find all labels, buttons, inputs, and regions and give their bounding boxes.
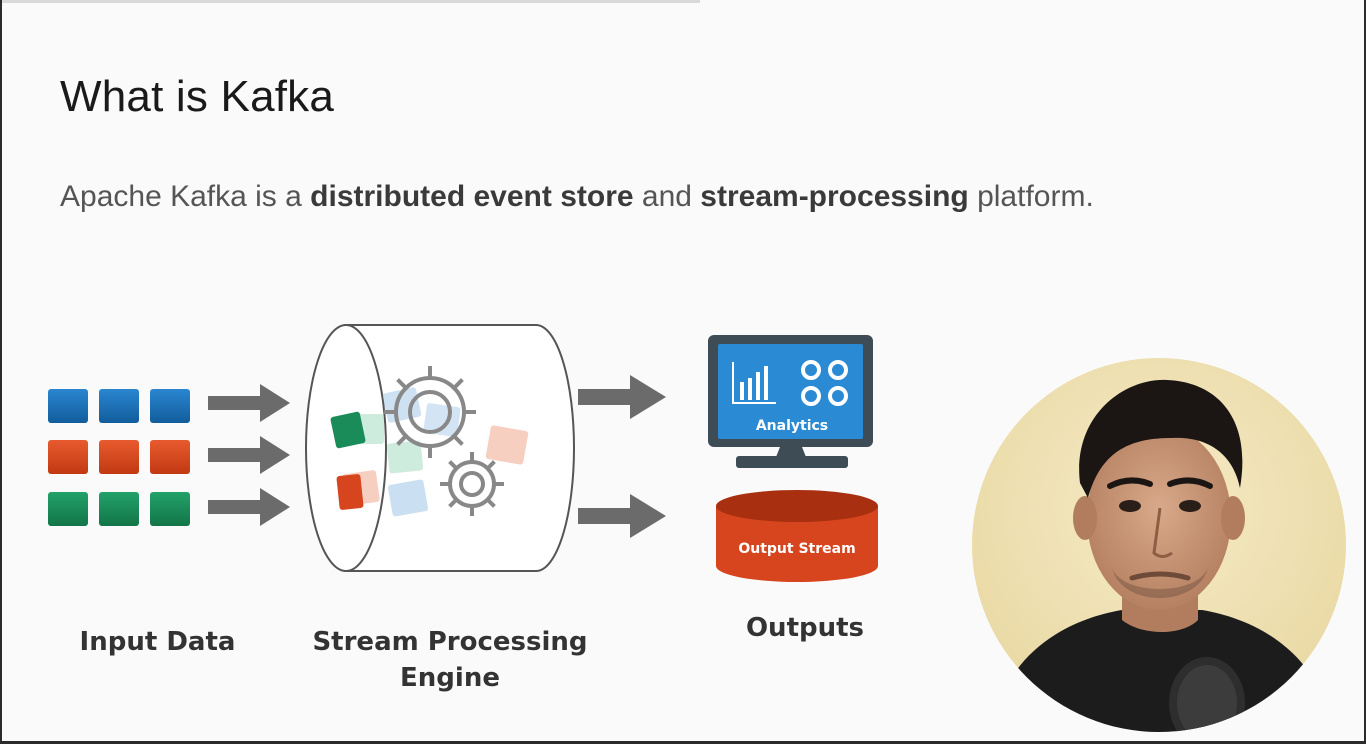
data-cube bbox=[48, 389, 88, 423]
engine-label-line1: Stream Processing bbox=[312, 627, 588, 657]
data-cube bbox=[99, 440, 139, 474]
arrow-right-icon bbox=[208, 488, 290, 526]
subtitle-bold-2: stream-processing bbox=[700, 180, 969, 213]
data-cube bbox=[99, 389, 139, 423]
gear-icon bbox=[384, 366, 476, 458]
subtitle-bold-1: distributed event store bbox=[310, 180, 634, 213]
arrow-right-icon bbox=[578, 494, 666, 538]
small-gear-icon bbox=[440, 452, 504, 516]
stream-processing-engine-cylinder bbox=[305, 324, 575, 572]
arrow-right-icon bbox=[208, 436, 290, 474]
arrow-right-icon bbox=[208, 384, 290, 422]
frame-edge-right bbox=[1364, 0, 1366, 744]
green-cube-row bbox=[48, 492, 190, 526]
output-stream-database-icon: Output Stream bbox=[716, 490, 878, 582]
cylinder-mouth bbox=[305, 324, 387, 572]
red-cube-row bbox=[48, 440, 190, 474]
data-cube bbox=[48, 440, 88, 474]
data-cube bbox=[99, 492, 139, 526]
top-divider bbox=[0, 0, 700, 3]
data-cube bbox=[150, 440, 190, 474]
slide-subtitle: Apache Kafka is a distributed event stor… bbox=[60, 180, 1094, 214]
input-data-label: Input Data bbox=[79, 627, 236, 657]
faded-cube bbox=[386, 440, 424, 474]
subtitle-text-3: platform. bbox=[968, 180, 1094, 213]
red-cube-entering bbox=[336, 474, 364, 510]
engine-label-line2: Engine bbox=[400, 663, 500, 693]
presenter-video-icon bbox=[972, 358, 1346, 732]
data-cube bbox=[150, 389, 190, 423]
outputs-label: Outputs bbox=[745, 613, 865, 643]
data-cube bbox=[150, 492, 190, 526]
input-arrows bbox=[208, 384, 290, 526]
arrow-right-icon bbox=[578, 375, 666, 419]
donut-chart-icon bbox=[801, 360, 848, 406]
subtitle-text-2: and bbox=[633, 180, 701, 213]
stream-processing-diagram: Analytics Output Stream bbox=[48, 324, 878, 582]
blue-cube-row bbox=[48, 389, 190, 423]
data-cube bbox=[48, 492, 88, 526]
green-cube-entering bbox=[330, 411, 366, 449]
presenter-webcam bbox=[972, 358, 1346, 732]
faded-cube bbox=[387, 479, 429, 517]
frame-edge-left bbox=[0, 0, 2, 744]
output-stream-label: Output Stream bbox=[738, 541, 855, 557]
slide-title: What is Kafka bbox=[60, 72, 335, 121]
bar-chart-icon bbox=[732, 362, 776, 404]
engine-label: Stream Processing Engine bbox=[300, 624, 600, 696]
input-data-cubes bbox=[48, 389, 190, 526]
analytics-monitor-icon: Analytics bbox=[708, 335, 873, 468]
output-arrows bbox=[578, 375, 666, 538]
subtitle-text-1: Apache Kafka is a bbox=[60, 180, 311, 213]
faded-cube bbox=[485, 425, 529, 465]
frame-edge-bottom bbox=[0, 741, 1366, 744]
analytics-label: Analytics bbox=[756, 418, 828, 434]
